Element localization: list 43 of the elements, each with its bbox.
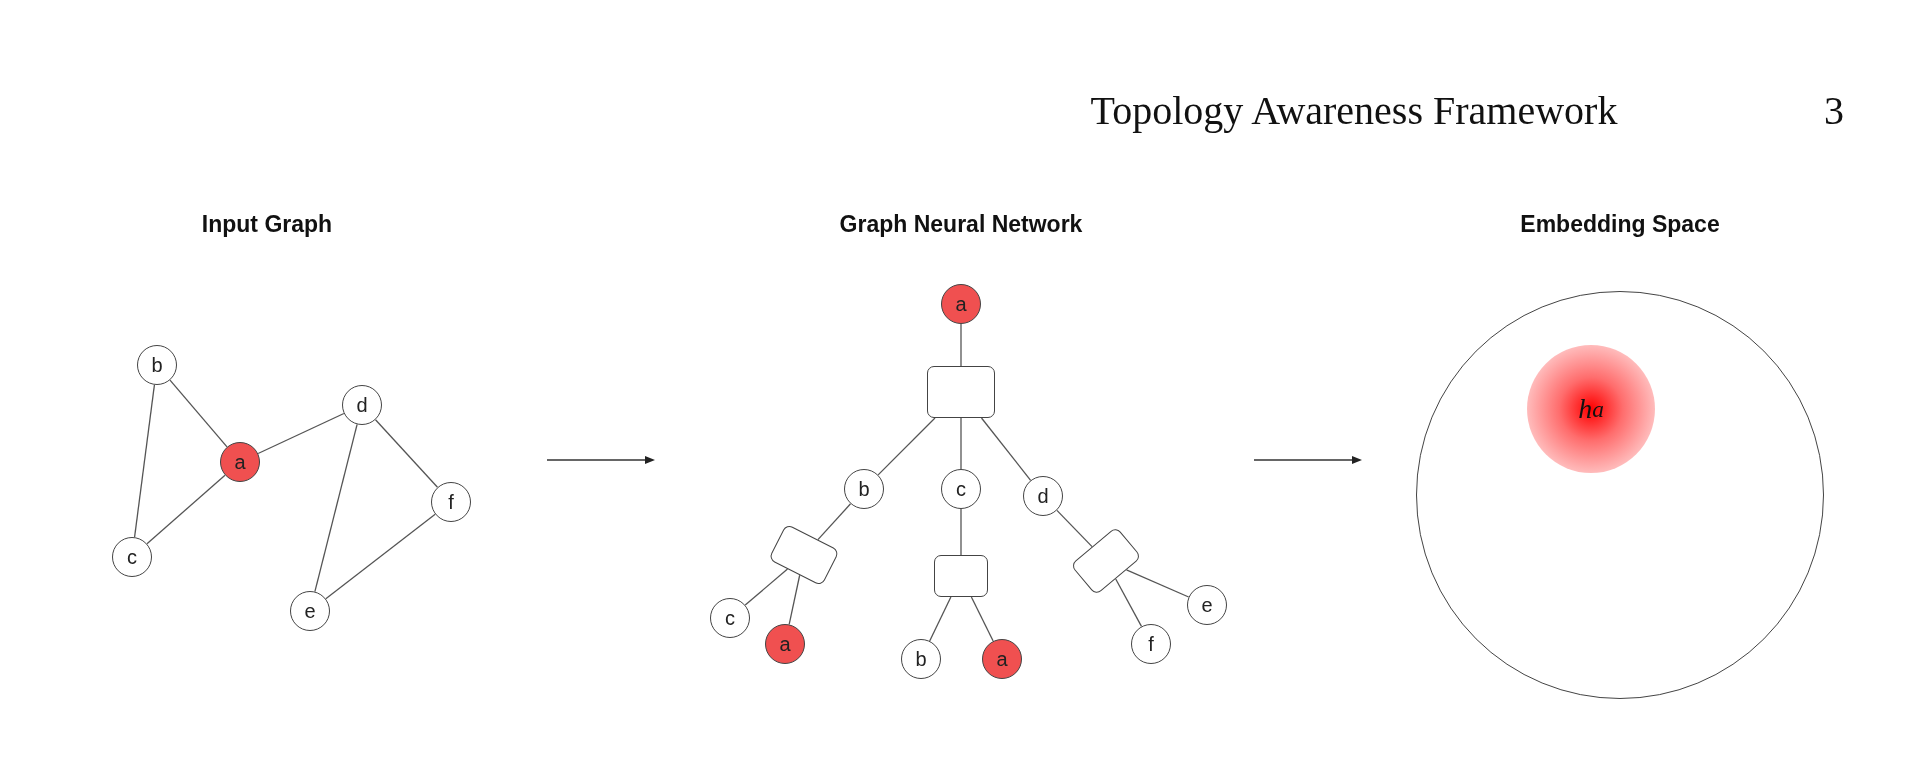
graph-node: e bbox=[1187, 585, 1227, 625]
running-header: Topology Awareness Framework bbox=[1090, 86, 1618, 134]
edge-line bbox=[960, 417, 962, 470]
graph-node: a bbox=[941, 284, 981, 324]
graph-node: c bbox=[710, 598, 750, 638]
edge-line bbox=[1056, 509, 1093, 548]
edge-line bbox=[929, 596, 952, 642]
edge-line bbox=[169, 379, 228, 448]
graph-node: a bbox=[765, 624, 805, 664]
edge-line bbox=[146, 474, 226, 545]
edge-line bbox=[1125, 569, 1190, 598]
edge-line bbox=[788, 574, 801, 626]
graph-node: b bbox=[844, 469, 884, 509]
aggregation-box bbox=[927, 366, 995, 418]
edge-line bbox=[744, 568, 789, 606]
graph-node: b bbox=[137, 345, 177, 385]
edge-line bbox=[1115, 578, 1143, 628]
aggregation-box bbox=[934, 555, 988, 597]
edge-line bbox=[980, 417, 1032, 481]
graph-node: a bbox=[220, 442, 260, 482]
graph-node: d bbox=[342, 385, 382, 425]
panel-heading: Graph Neural Network bbox=[839, 210, 1083, 238]
graph-node: b bbox=[901, 639, 941, 679]
edge-line bbox=[960, 323, 962, 367]
graph-node: c bbox=[941, 469, 981, 509]
graph-node: f bbox=[1131, 624, 1171, 664]
graph-node: d bbox=[1023, 476, 1063, 516]
panel-heading: Embedding Space bbox=[1520, 210, 1720, 238]
graph-node: e bbox=[290, 591, 330, 631]
graph-node: a bbox=[982, 639, 1022, 679]
edge-line bbox=[970, 596, 994, 642]
edge-line bbox=[314, 423, 358, 593]
edge-line bbox=[133, 384, 156, 538]
edge-line bbox=[960, 508, 962, 556]
page-number: 3 bbox=[1824, 86, 1844, 134]
graph-node: f bbox=[431, 482, 471, 522]
edge-line bbox=[817, 503, 852, 541]
graph-node: c bbox=[112, 537, 152, 577]
panel-heading: Input Graph bbox=[201, 210, 333, 238]
edge-line bbox=[257, 412, 345, 455]
edge-line bbox=[325, 513, 436, 600]
edge-line bbox=[374, 419, 439, 488]
edge-line bbox=[877, 417, 936, 476]
